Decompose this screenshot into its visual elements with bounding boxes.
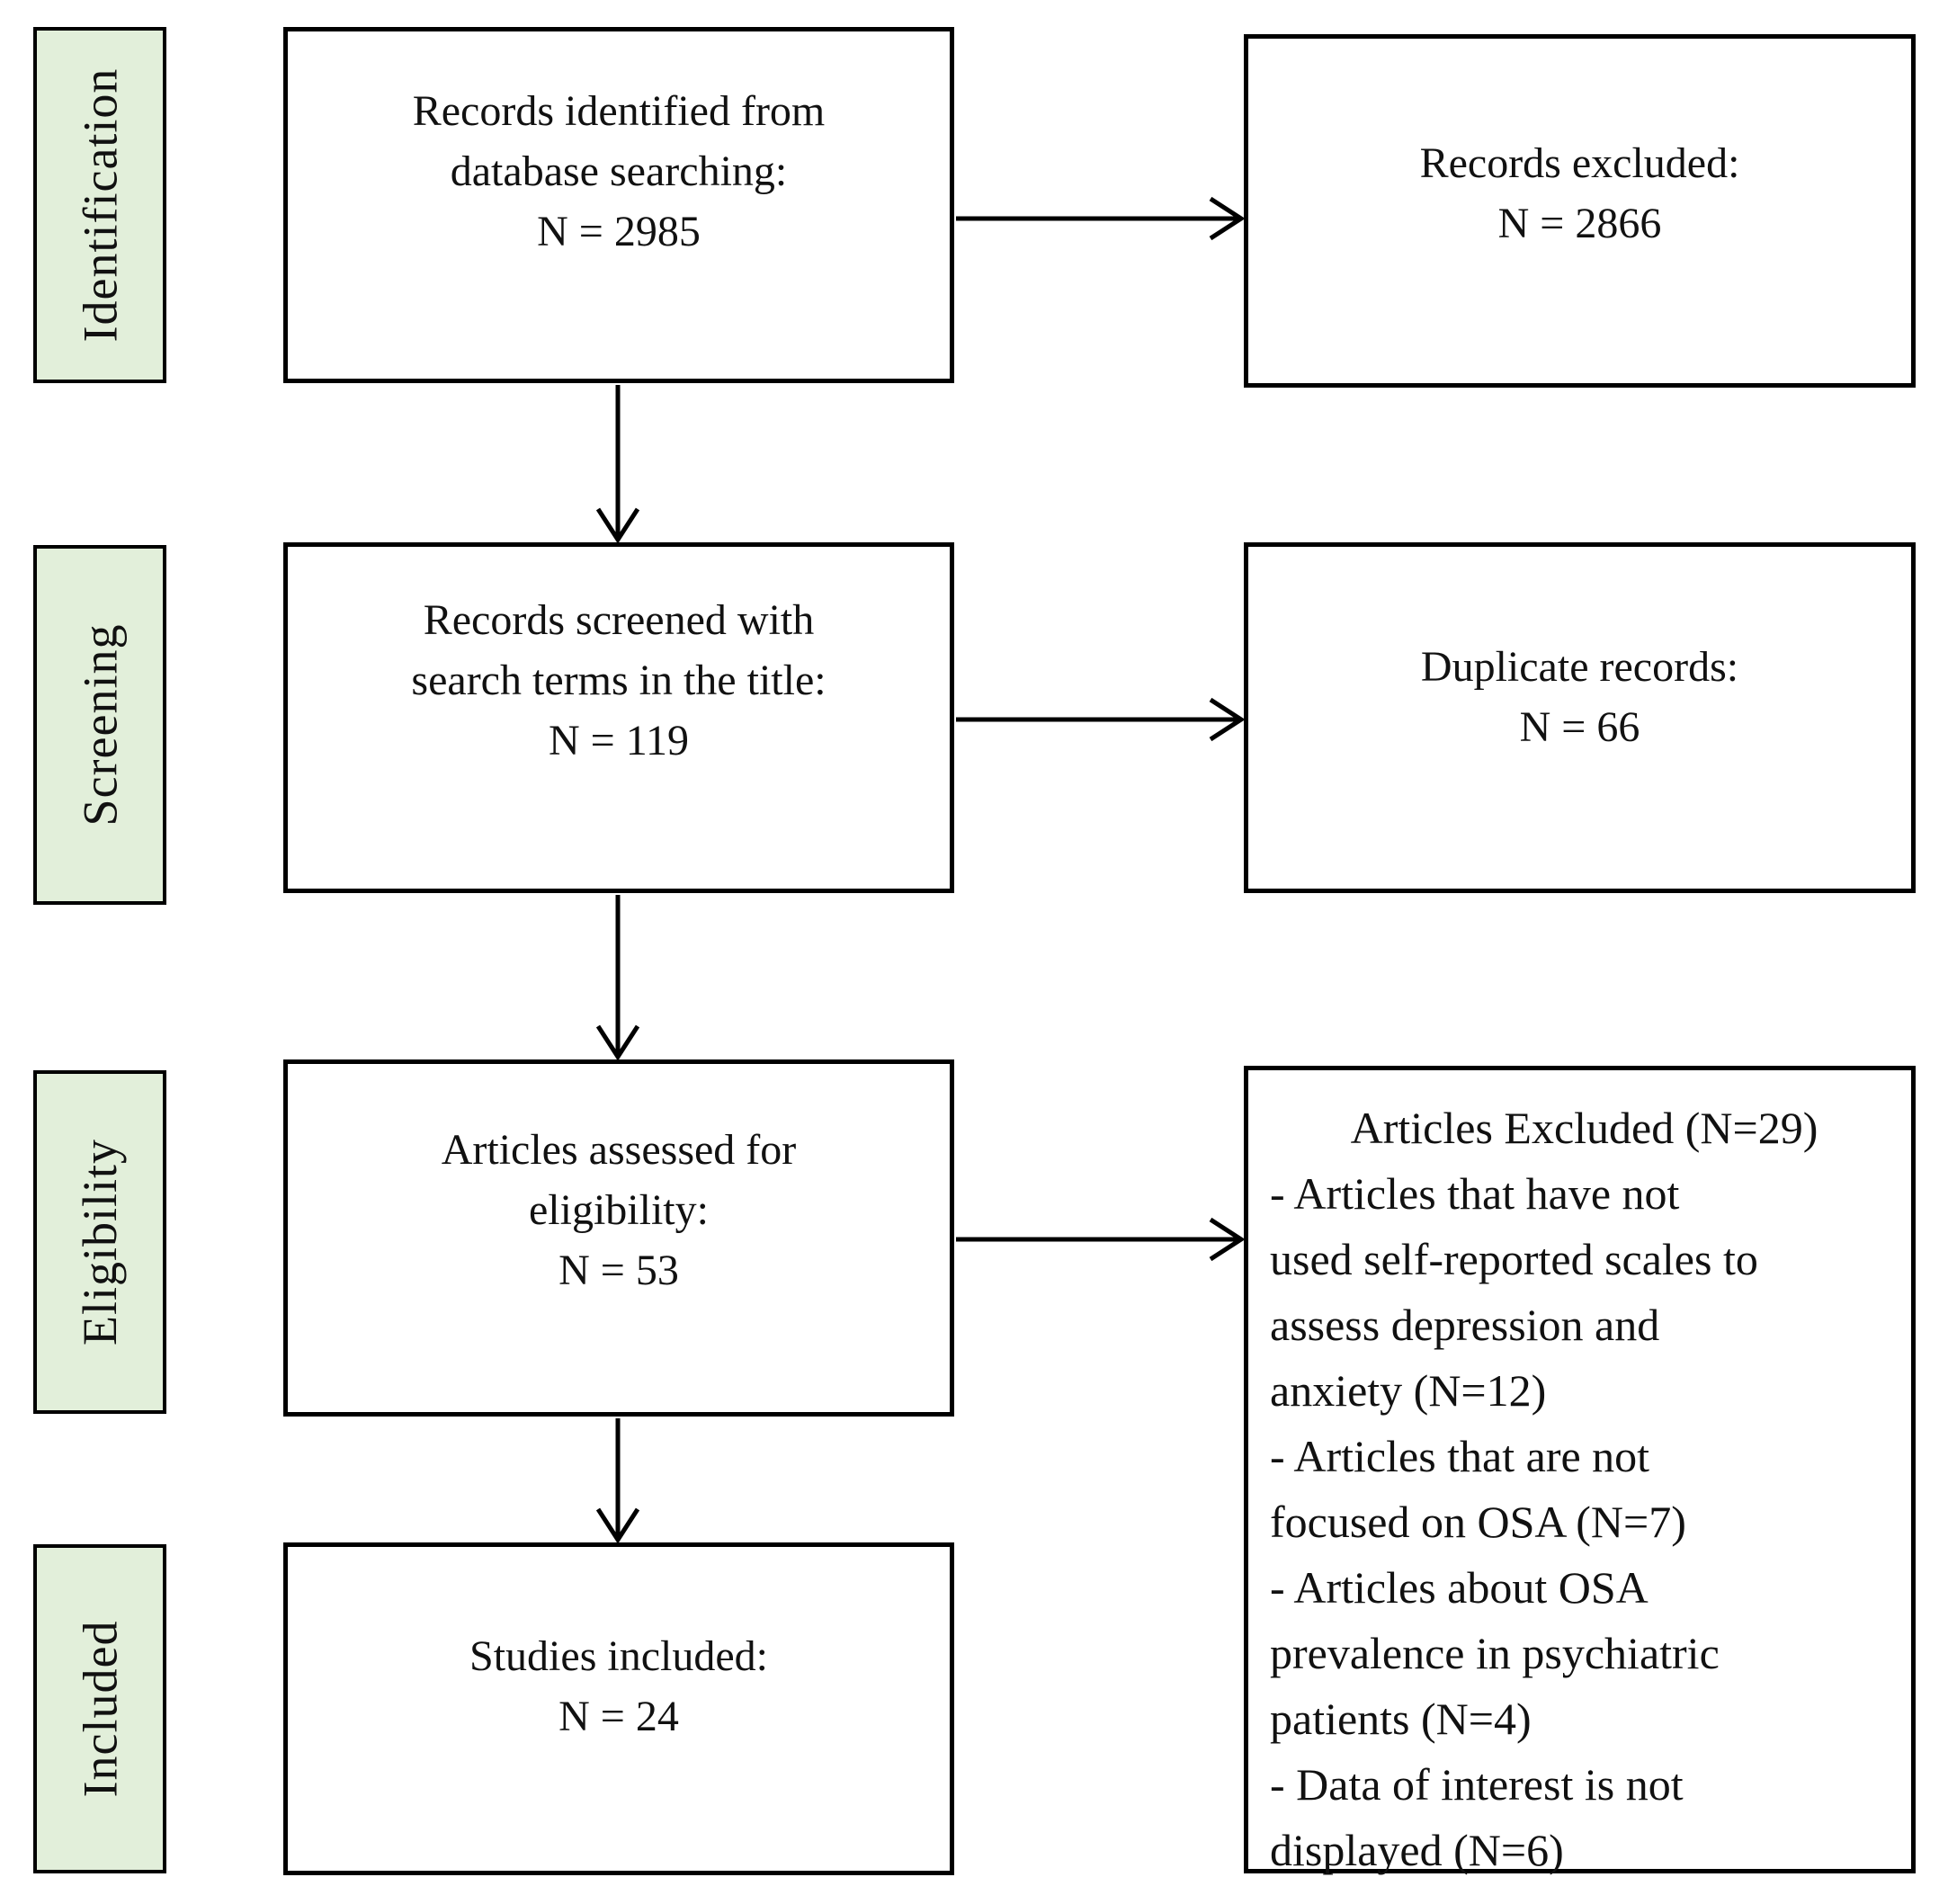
box-records-excluded-text: Records excluded: N = 2866 (1419, 139, 1740, 247)
arrow-assessed-to-articles-excluded (956, 1217, 1246, 1262)
box-duplicate-records: Duplicate records: N = 66 (1244, 542, 1916, 893)
box-duplicate-records-text: Duplicate records: N = 66 (1420, 643, 1739, 751)
stage-label-screening: Screening (33, 545, 166, 905)
arrow-assessed-to-included (595, 1418, 640, 1544)
box-articles-assessed: Articles assessed for eligibility: N = 5… (283, 1059, 954, 1417)
box-records-excluded: Records excluded: N = 2866 (1244, 34, 1916, 388)
box-studies-included-text: Studies included: N = 24 (469, 1632, 768, 1740)
stage-label-screening-text: Screening (73, 623, 128, 827)
stage-label-included-text: Included (73, 1620, 128, 1798)
stage-label-identification: Identification (33, 27, 166, 383)
arrow-identified-to-screened (595, 385, 640, 544)
stage-label-identification-text: Identification (73, 67, 128, 343)
box-studies-included: Studies included: N = 24 (283, 1542, 954, 1875)
box-records-identified-text: Records identified from database searchi… (412, 87, 826, 255)
stage-label-eligibility-text: Eligibility (73, 1138, 128, 1346)
box-records-screened-text: Records screened with search terms in th… (411, 596, 827, 764)
arrow-screened-to-duplicates (956, 697, 1246, 742)
box-articles-excluded-title: Articles Excluded (N=29) (1350, 1103, 1818, 1153)
stage-label-included: Included (33, 1544, 166, 1873)
box-articles-excluded: Articles Excluded (N=29) - Articles that… (1244, 1066, 1916, 1875)
stage-label-eligibility: Eligibility (33, 1070, 166, 1414)
box-records-screened: Records screened with search terms in th… (283, 542, 954, 893)
box-articles-excluded-details: - Articles that have not used self-repor… (1270, 1168, 1758, 1875)
arrow-identified-to-records-excluded (956, 196, 1246, 241)
arrow-screened-to-assessed (595, 895, 640, 1061)
box-records-identified: Records identified from database searchi… (283, 27, 954, 383)
box-articles-assessed-text: Articles assessed for eligibility: N = 5… (441, 1126, 797, 1294)
